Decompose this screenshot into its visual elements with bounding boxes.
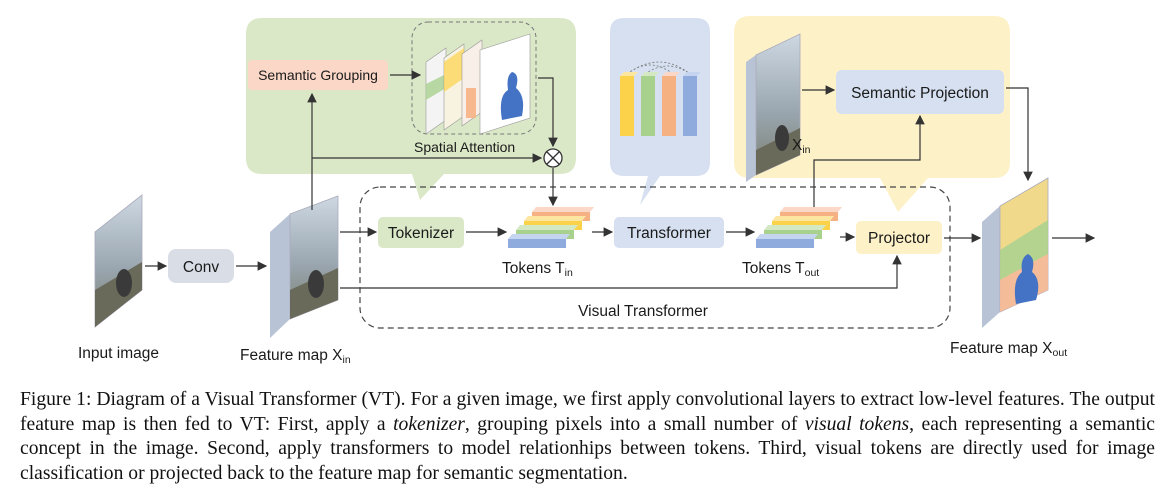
caption-part-1: Figure 1: Diagram of a Visual Transforme… <box>20 389 1155 435</box>
transformer-label: Transformer <box>627 225 711 242</box>
attention-maps <box>425 33 531 135</box>
feature-map-in-label: Feature map Xin <box>240 347 351 366</box>
tokenizer-block <box>378 217 464 248</box>
visual-transformer-label: Visual Transformer <box>578 303 708 320</box>
semantic-projection-label: Semantic Projection <box>851 85 989 102</box>
figure-caption: Figure 1: Diagram of a Visual Transforme… <box>20 388 1155 486</box>
feature-map-out-label: Feature map Xout <box>950 340 1067 359</box>
multiply-node <box>543 148 563 168</box>
caption-part-3: , each representing a semantic concept i… <box>20 413 1155 484</box>
spatial-attention-label: Spatial Attention <box>414 139 515 155</box>
input-image-label: Input image <box>78 345 159 362</box>
caption-part-2: , grouping pixels into a small number of <box>464 413 805 435</box>
projector-label: Projector <box>868 230 930 247</box>
transformer-token-bars <box>620 61 701 136</box>
flow-arrows <box>145 70 1096 289</box>
input-image <box>94 194 143 328</box>
xin-label: Xin <box>792 137 811 156</box>
projector-block <box>856 221 942 254</box>
transformer-callout-panel <box>610 18 710 205</box>
semantic-grouping-label: Semantic Grouping <box>258 67 378 83</box>
semantic-grouping-block <box>248 60 388 90</box>
tokens-in-label: Tokens Tin <box>502 260 573 279</box>
visual-transformer-boundary <box>359 186 951 329</box>
conv-label: Conv <box>183 259 219 276</box>
caption-em-tokenizer: tokenizer <box>393 413 465 435</box>
vt-diagram: Input image Conv Feature map Xin Semanti… <box>78 16 1096 366</box>
tokens-out-stack <box>756 207 842 248</box>
tokenizer-label: Tokenizer <box>388 225 454 242</box>
semantic-projection-block <box>836 70 1004 114</box>
transformer-block <box>614 217 724 248</box>
xin-image <box>746 33 801 182</box>
caption-em-visual-tokens: visual tokens <box>804 413 910 435</box>
tokens-out-label: Tokens Tout <box>742 260 819 279</box>
feature-map-out <box>982 177 1049 328</box>
feature-map-in <box>270 195 339 338</box>
conv-block <box>168 249 234 283</box>
tokens-in-stack <box>508 207 594 248</box>
